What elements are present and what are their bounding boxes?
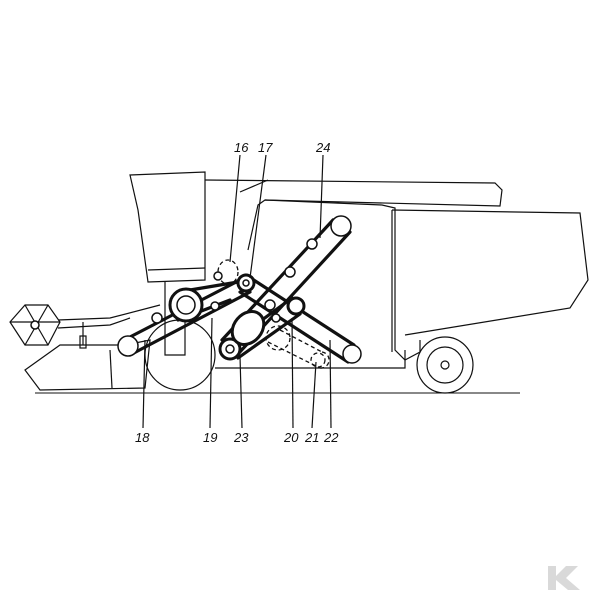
rear-wheel-hub <box>440 360 450 370</box>
hidden-pulley-16 <box>217 259 239 285</box>
idler-22-b <box>271 313 281 323</box>
pulley-23-inner <box>225 344 235 354</box>
idler-19 <box>151 312 163 324</box>
label-20: 20 <box>283 430 299 445</box>
rear-housing <box>391 209 589 336</box>
idler-19-b <box>210 301 220 311</box>
pulley-18-left <box>117 335 139 357</box>
idler-18 <box>213 271 223 281</box>
label-24: 24 <box>315 140 330 155</box>
pulley-17-middle <box>230 310 266 346</box>
idler-22-a <box>264 299 276 311</box>
reel-arm <box>57 304 161 329</box>
pulley-19-inner <box>176 295 196 315</box>
rear-wheel <box>416 336 474 394</box>
grain-tank <box>129 171 206 283</box>
header-table <box>24 339 151 391</box>
reel-hub <box>30 320 40 330</box>
lower-frame <box>215 350 406 369</box>
pulley-20 <box>286 296 306 316</box>
label-21: 21 <box>304 430 319 445</box>
label-17: 17 <box>258 140 273 155</box>
auger-lower-edge <box>239 179 269 193</box>
rear-wheel-rim <box>426 346 464 384</box>
pulley-17-top-inner <box>242 279 250 287</box>
brand-logo-watermark <box>548 566 580 590</box>
grain-tank-band <box>147 267 206 271</box>
pulley-24-top <box>330 215 352 237</box>
hidden-belt-20-21 <box>267 329 330 369</box>
pulley-22-right <box>342 344 362 364</box>
hidden-pulley-21 <box>310 352 326 368</box>
idler-24-a <box>306 238 318 250</box>
label-23: 23 <box>233 430 249 445</box>
label-22: 22 <box>323 430 339 445</box>
label-18: 18 <box>135 430 150 445</box>
idler-24-b <box>284 266 296 278</box>
label-16: 16 <box>234 140 249 155</box>
leader-lines <box>142 154 332 429</box>
label-19: 19 <box>203 430 217 445</box>
unloading-auger <box>204 179 503 251</box>
